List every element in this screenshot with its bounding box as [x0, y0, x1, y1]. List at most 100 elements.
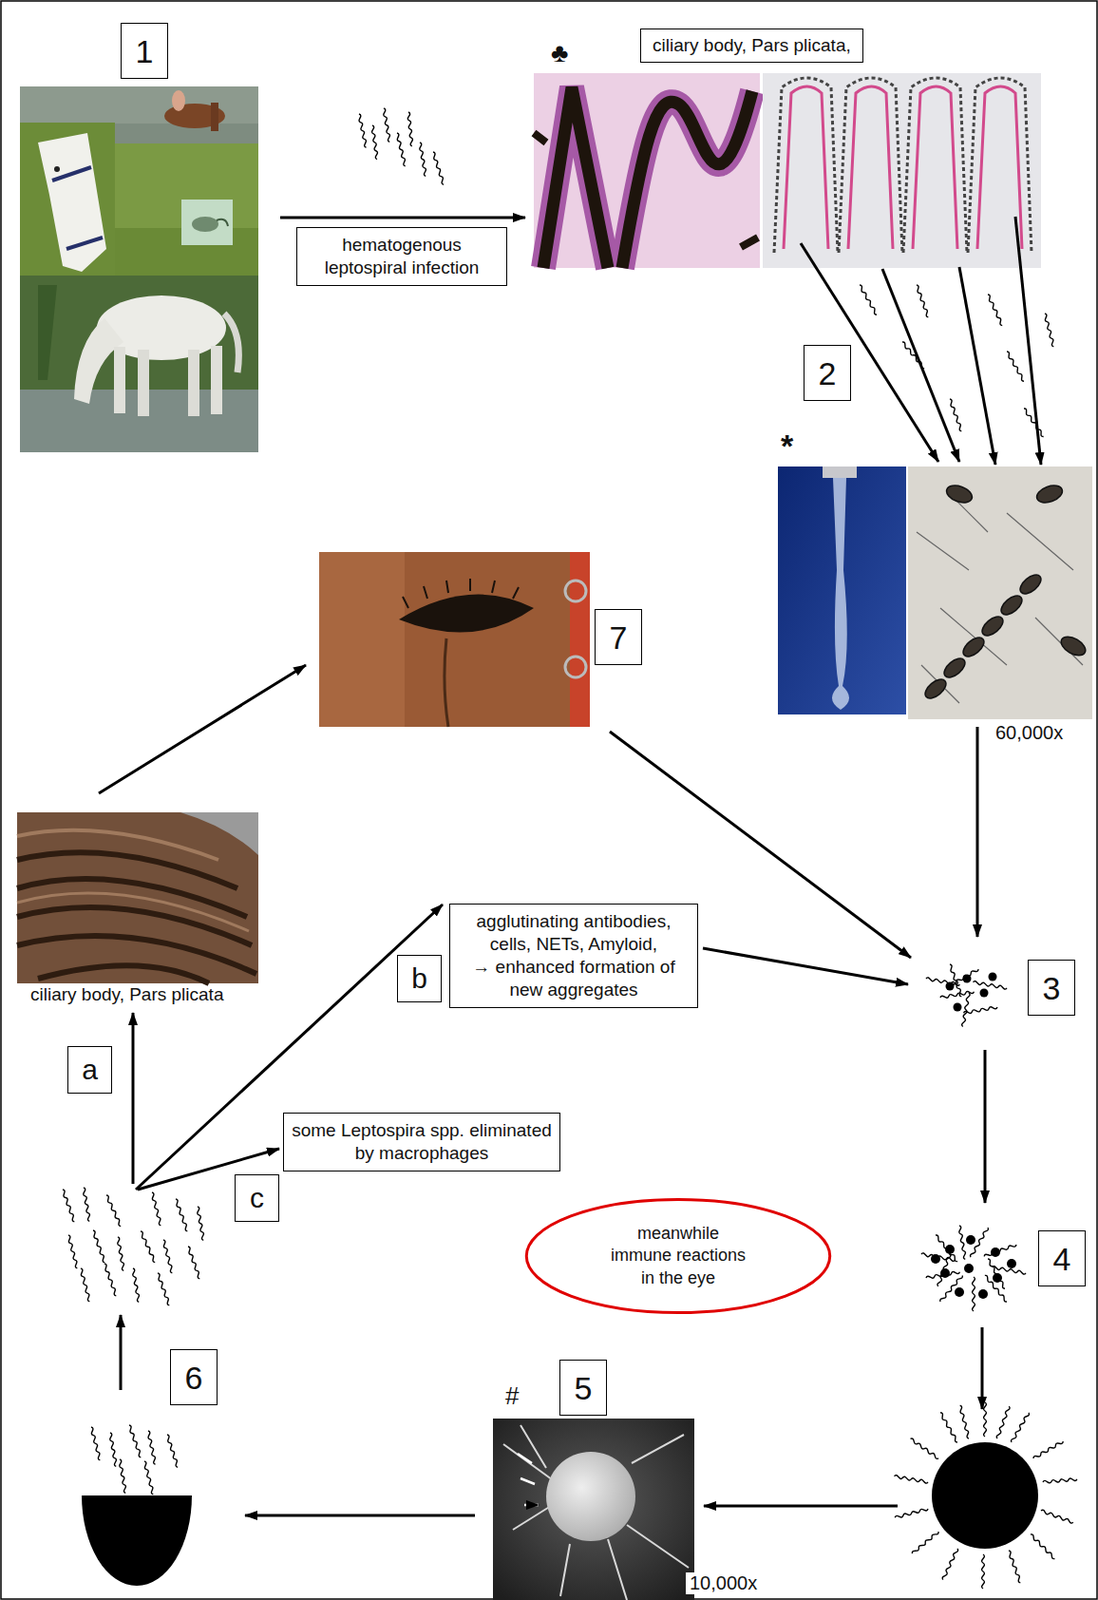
horse-eye-photo: [319, 551, 405, 727]
horse-photos: [171, 90, 186, 112]
leptospira: [396, 132, 408, 168]
leptospira-aggregate: [980, 988, 989, 998]
ciliary-folds-drawing: [774, 77, 838, 253]
leptospira: [162, 1239, 174, 1274]
leptospira-aggregate: [963, 974, 972, 984]
electron-micrograph: [1034, 482, 1065, 507]
text-box: some Leptospira spp. eliminated by macro…: [283, 1112, 561, 1172]
leptospira-aggregate: [939, 1411, 960, 1443]
flow-arrow: [702, 947, 909, 985]
leptospira-aggregate: [939, 1273, 964, 1302]
sem-image: [517, 1453, 539, 1505]
macrophage: [166, 1434, 180, 1468]
electron-micrograph: [941, 654, 969, 681]
leptospira-aggregate: [1029, 1533, 1056, 1559]
node-text: meanwhile immune reactions in the eye: [606, 1222, 750, 1289]
horse-photos: [54, 166, 60, 172]
horse-eye-photo: [444, 638, 449, 727]
leptospira: [382, 108, 392, 143]
text-box: agglutinating antibodies, cells, NETs, A…: [449, 903, 699, 1008]
leptospira-aggregate: [986, 1257, 1007, 1289]
electron-micrograph: [979, 612, 1007, 639]
leptospira: [105, 1193, 123, 1227]
node-text: → enhanced formation of new aggregates: [457, 955, 690, 1002]
horse-photos: [37, 284, 57, 380]
vitreous-photo: [832, 477, 850, 710]
leptospira: [67, 1234, 79, 1269]
callout-number: 3: [1027, 959, 1076, 1016]
leptospira-aggregate: [910, 1530, 939, 1554]
leptospira-aggregate: [1010, 1411, 1031, 1443]
leptospira-aggregate: [954, 1287, 965, 1297]
ciliary-folds-drawing: [848, 86, 893, 249]
leptospira-aggregate: [984, 1401, 987, 1437]
flow-arrow: [800, 243, 939, 462]
ciliary-folds-drawing: [912, 86, 958, 249]
electron-micrograph: [1058, 632, 1089, 660]
leptospira-aggregate: [940, 989, 975, 999]
leptospira-aggregate: [996, 1405, 1011, 1439]
leptospira: [196, 1206, 206, 1241]
ellipse-text: meanwhile immune reactions in the eye: [606, 1222, 750, 1289]
leptospira: [432, 151, 446, 186]
image-caption: ciliary body, Pars plicata: [30, 984, 224, 1005]
electron-micrograph: [922, 675, 950, 701]
leptospira: [92, 1230, 107, 1264]
flow-arrow: [280, 216, 526, 220]
node-text: 3: [1042, 971, 1061, 1004]
ciliary-body-photo: [180, 812, 259, 855]
horse-photos: [52, 167, 103, 249]
leptospira: [407, 112, 415, 147]
leptospira-aggregate: [958, 1404, 970, 1439]
node-text: 6: [185, 1361, 204, 1394]
flow-arrow: [98, 216, 1042, 1515]
leptospira: [156, 1272, 171, 1307]
horse-photos: [19, 275, 259, 453]
electron-micrograph: [998, 591, 1026, 618]
macrophage: [81, 1495, 192, 1586]
leptospira: [116, 1236, 126, 1271]
leptospira: [1005, 350, 1026, 382]
histology-image: [622, 91, 753, 268]
leptospira-aggregate: [940, 1268, 950, 1278]
image-marker: ♣: [550, 37, 568, 69]
macrophage: [143, 1460, 155, 1496]
horse-photos: [224, 313, 239, 373]
magnification-label: 60,000x: [991, 721, 1067, 744]
ciliary-folds-drawing: [762, 73, 1042, 268]
leptospira: [418, 142, 428, 177]
leptospira-aggregate: [941, 1547, 959, 1580]
macrophage: [118, 1458, 128, 1494]
leptospira-aggregate: [961, 992, 970, 1027]
leptospira: [61, 1187, 206, 1307]
node-text: hematogenous leptospiral infection: [304, 233, 499, 280]
leptospira: [187, 1246, 202, 1280]
horse-photos: [19, 86, 259, 453]
leptospira-aggregate: [893, 1474, 928, 1483]
histology-image: [533, 73, 760, 268]
leptospira: [986, 293, 1004, 326]
sem-image: [492, 1418, 695, 1600]
histology-image: [533, 132, 758, 247]
histology-image: [622, 91, 753, 268]
sem-image: [492, 1418, 695, 1600]
node-text: ciliary body, Pars plicata,: [652, 35, 852, 57]
callout-letter: c: [234, 1173, 280, 1222]
leptospira-aggregate: [931, 1441, 1039, 1549]
ciliary-folds-drawing: [762, 73, 1042, 268]
ciliary-body-photo: [17, 830, 219, 860]
leptospira-aggregate: [978, 1288, 988, 1299]
leptospira-aggregate: [1041, 1509, 1075, 1524]
ellipse-outline: [526, 1198, 830, 1312]
leptospira: [1043, 313, 1056, 348]
flow-arrow: [981, 1326, 985, 1409]
leptospira: [1022, 407, 1045, 437]
leptospira-aggregate: [1032, 1439, 1064, 1460]
node-text: c: [249, 1183, 265, 1212]
electron-micrograph: [1017, 570, 1045, 597]
callout-letter: b: [397, 954, 442, 1003]
node-text: 5: [574, 1371, 593, 1404]
electron-micrograph: [960, 633, 988, 660]
flow-arrow: [1015, 216, 1042, 465]
